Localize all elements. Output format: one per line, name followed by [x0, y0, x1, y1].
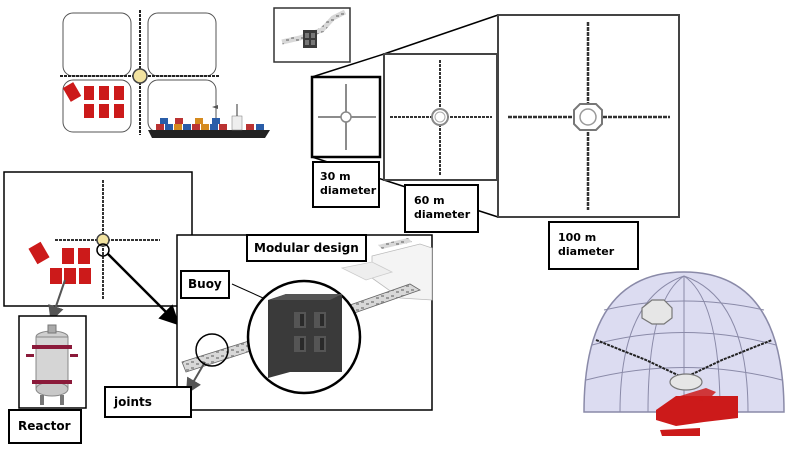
reactor-illustration — [18, 315, 87, 409]
reactor-blocks — [28, 241, 91, 284]
dome-illustration — [583, 271, 785, 436]
layout-overview — [60, 10, 270, 138]
arrow-to-modular — [107, 253, 180, 326]
reactor-blocks-small — [62, 82, 124, 118]
label-reactor: Reactor — [8, 409, 82, 444]
label-modular-design: Modular design — [246, 234, 367, 262]
label-buoy: Buoy — [180, 270, 230, 299]
label-60m-diameter: 60 m diameter — [404, 184, 479, 233]
buoy-icon — [132, 68, 148, 84]
arrow-to-reactor — [48, 279, 66, 322]
label-100m-diameter: 100 m diameter — [548, 221, 639, 270]
joint-highlight-circle — [195, 333, 229, 367]
label-30m-diameter: 30 m diameter — [312, 161, 380, 208]
diameter-comparison — [310, 14, 680, 218]
buoy-icon — [96, 233, 110, 247]
container-ship-icon — [148, 104, 270, 138]
joint-highlight-circle — [96, 243, 110, 257]
label-joints: joints — [104, 386, 192, 418]
site-layout-detail — [3, 171, 193, 326]
modular-buoy-inset — [273, 7, 351, 63]
